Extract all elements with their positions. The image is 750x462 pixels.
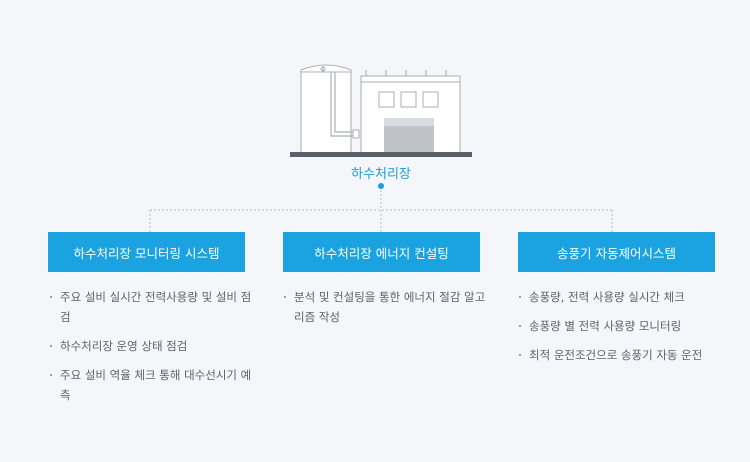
branch-box-blower-control: 송풍기 자동제어시스템 <box>518 232 715 272</box>
list-item: 송풍량 별 전력 사용량 모니터링 <box>518 316 723 336</box>
list-item: 하수처리장 운영 상태 점검 <box>49 336 254 356</box>
list-item: 주요 설비 실시간 전력사용량 및 설비 점검 <box>49 287 254 327</box>
sewage-treatment-plant-icon <box>290 64 472 157</box>
list-item: 분석 및 컨설팅을 통한 에너지 절감 알고리즘 작성 <box>283 287 488 327</box>
list-item: 최적 운전조건으로 송풍기 자동 운전 <box>518 345 723 365</box>
branch-list-energy-consulting: 분석 및 컨설팅을 통한 에너지 절감 알고리즘 작성 <box>283 287 488 336</box>
branch-list-monitoring: 주요 설비 실시간 전력사용량 및 설비 점검 하수처리장 운영 상태 점검 주… <box>49 287 254 414</box>
branch-box-energy-consulting: 하수처리장 에너지 컨설팅 <box>283 232 480 272</box>
root-node-dot <box>378 183 384 189</box>
root-node-label: 하수처리장 <box>351 167 411 182</box>
branch-box-monitoring: 하수처리장 모니터링 시스템 <box>48 232 245 272</box>
branch-list-blower-control: 송풍량, 전력 사용량 실시간 체크 송풍량 별 전력 사용량 모니터링 최적 … <box>518 287 723 374</box>
list-item: 주요 설비 역율 체크 통해 대수선시기 예측 <box>49 365 254 405</box>
list-item: 송풍량, 전력 사용량 실시간 체크 <box>518 287 723 307</box>
